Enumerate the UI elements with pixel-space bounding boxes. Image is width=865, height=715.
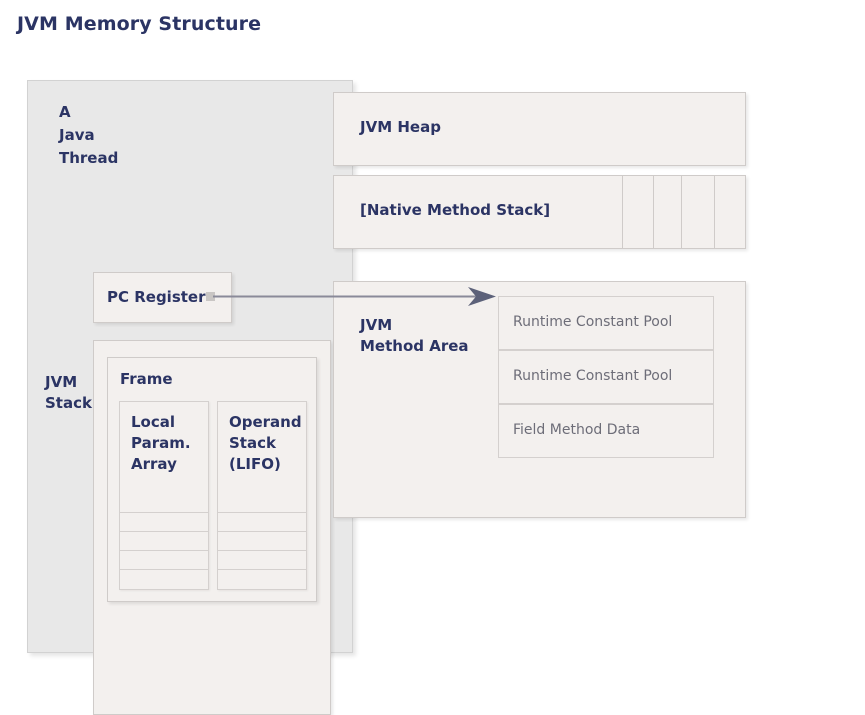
operand-stack-label: Operand Stack (LIFO) bbox=[218, 402, 306, 513]
runtime-constant-pool-box: Runtime Constant Pool bbox=[498, 296, 714, 350]
native-method-stack-cell bbox=[714, 176, 715, 248]
native-method-stack-box: [Native Method Stack] bbox=[333, 175, 746, 249]
runtime-constant-pool-box: Runtime Constant Pool bbox=[498, 350, 714, 404]
page-title: JVM Memory Structure bbox=[17, 13, 262, 35]
native-method-stack-cell bbox=[681, 176, 682, 248]
jvm-heap-label: JVM Heap bbox=[360, 118, 441, 136]
jvm-heap-box: JVM Heap bbox=[333, 92, 746, 166]
local-param-array-slot bbox=[120, 532, 208, 551]
local-param-array-column: Local Param. Array bbox=[119, 401, 209, 590]
native-method-stack-cell bbox=[653, 176, 654, 248]
operand-stack-slot bbox=[218, 551, 306, 570]
local-param-array-label: Local Param. Array bbox=[120, 402, 208, 513]
local-param-array-slot bbox=[120, 551, 208, 570]
local-param-array-slot bbox=[120, 570, 208, 589]
jvm-method-area-box: JVM Method Area Runtime Constant Pool Ru… bbox=[333, 281, 746, 518]
field-method-data-box: Field Method Data bbox=[498, 404, 714, 458]
jvm-stack-label: JVM Stack bbox=[45, 373, 92, 412]
native-method-stack-label: [Native Method Stack] bbox=[360, 201, 551, 219]
operand-stack-column: Operand Stack (LIFO) bbox=[217, 401, 307, 590]
java-thread-panel: A Java Thread PC Register JVM Stack Fram… bbox=[27, 80, 353, 715]
pc-register-label: PC Register bbox=[107, 288, 206, 306]
operand-stack-slot bbox=[218, 532, 306, 551]
local-param-array-slot bbox=[120, 513, 208, 532]
frame-box: Frame Local Param. Array Operand Stack (… bbox=[107, 357, 317, 602]
operand-stack-slot bbox=[218, 513, 306, 532]
jvm-method-area-label: JVM Method Area bbox=[360, 316, 469, 355]
native-method-stack-cell bbox=[622, 176, 623, 248]
java-thread-label: A Java Thread bbox=[59, 103, 119, 167]
frame-label: Frame bbox=[120, 370, 173, 388]
pc-register-box: PC Register bbox=[93, 272, 232, 323]
operand-stack-slot bbox=[218, 570, 306, 589]
